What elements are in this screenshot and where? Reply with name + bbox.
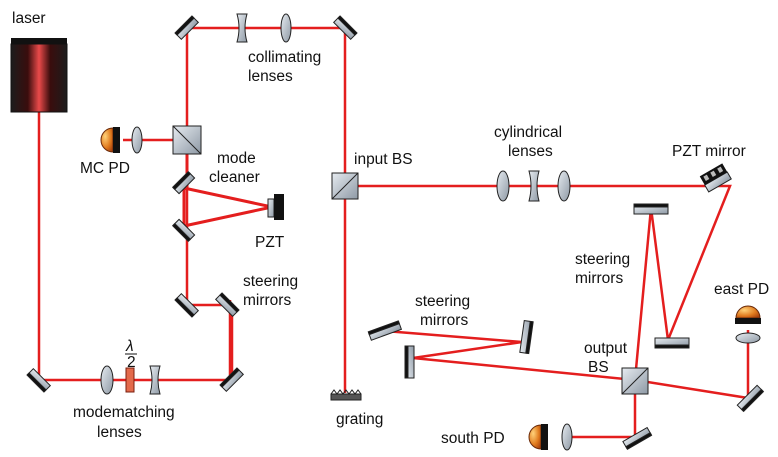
beam-splitters bbox=[172, 125, 649, 395]
east-photodetector bbox=[735, 305, 761, 324]
steering-right-label-1: steering bbox=[575, 251, 630, 268]
output-bs-label-1: output bbox=[584, 340, 628, 357]
collimating-label-2: lenses bbox=[248, 68, 293, 85]
modematching-label-1: modematching bbox=[73, 404, 175, 421]
cylindrical-label-2: lenses bbox=[508, 143, 553, 160]
pzt-label: PZT bbox=[255, 234, 285, 251]
mc-pd-label: MC PD bbox=[80, 160, 130, 177]
output-bs bbox=[621, 367, 649, 395]
pzt-mode-cleaner-mirror bbox=[267, 194, 284, 220]
steering-right-label-2: mirrors bbox=[575, 270, 623, 287]
grating-label: grating bbox=[336, 411, 383, 428]
cylindrical-label-1: cylindrical bbox=[494, 124, 562, 141]
steering-mid-label-2: mirrors bbox=[420, 312, 468, 329]
lambda-denominator: 2 bbox=[127, 354, 136, 371]
east-pd-label: east PD bbox=[714, 281, 769, 298]
labels: laser collimating lenses MC PD mode clea… bbox=[12, 10, 769, 447]
pzt-mirror bbox=[699, 163, 732, 193]
steering-left-label-2: mirrors bbox=[243, 292, 291, 309]
input-bs-label: input BS bbox=[354, 151, 413, 168]
mode-cleaner-label-2: cleaner bbox=[209, 169, 260, 186]
steering-left-label-1: steering bbox=[243, 273, 298, 290]
input-bs bbox=[331, 172, 359, 200]
south-pd-label: south PD bbox=[441, 430, 505, 447]
diffraction-grating bbox=[330, 389, 362, 401]
collimating-label-1: collimating bbox=[248, 49, 321, 66]
output-bs-label-2: BS bbox=[588, 359, 609, 376]
laser-source bbox=[10, 38, 68, 113]
mc-beam-splitter bbox=[172, 125, 202, 155]
lenses bbox=[100, 13, 761, 451]
lambda-numerator: λ bbox=[125, 338, 134, 355]
south-photodetector bbox=[528, 424, 548, 450]
modematching-label-2: lenses bbox=[97, 424, 142, 441]
laser-label: laser bbox=[12, 10, 46, 27]
pzt-mirror-label: PZT mirror bbox=[672, 143, 746, 160]
mirrors bbox=[26, 15, 765, 451]
mc-photodetector bbox=[100, 127, 120, 153]
half-wave-plate bbox=[125, 367, 135, 393]
steering-mid-label-1: steering bbox=[415, 293, 470, 310]
mode-cleaner-label-1: mode bbox=[217, 150, 256, 167]
